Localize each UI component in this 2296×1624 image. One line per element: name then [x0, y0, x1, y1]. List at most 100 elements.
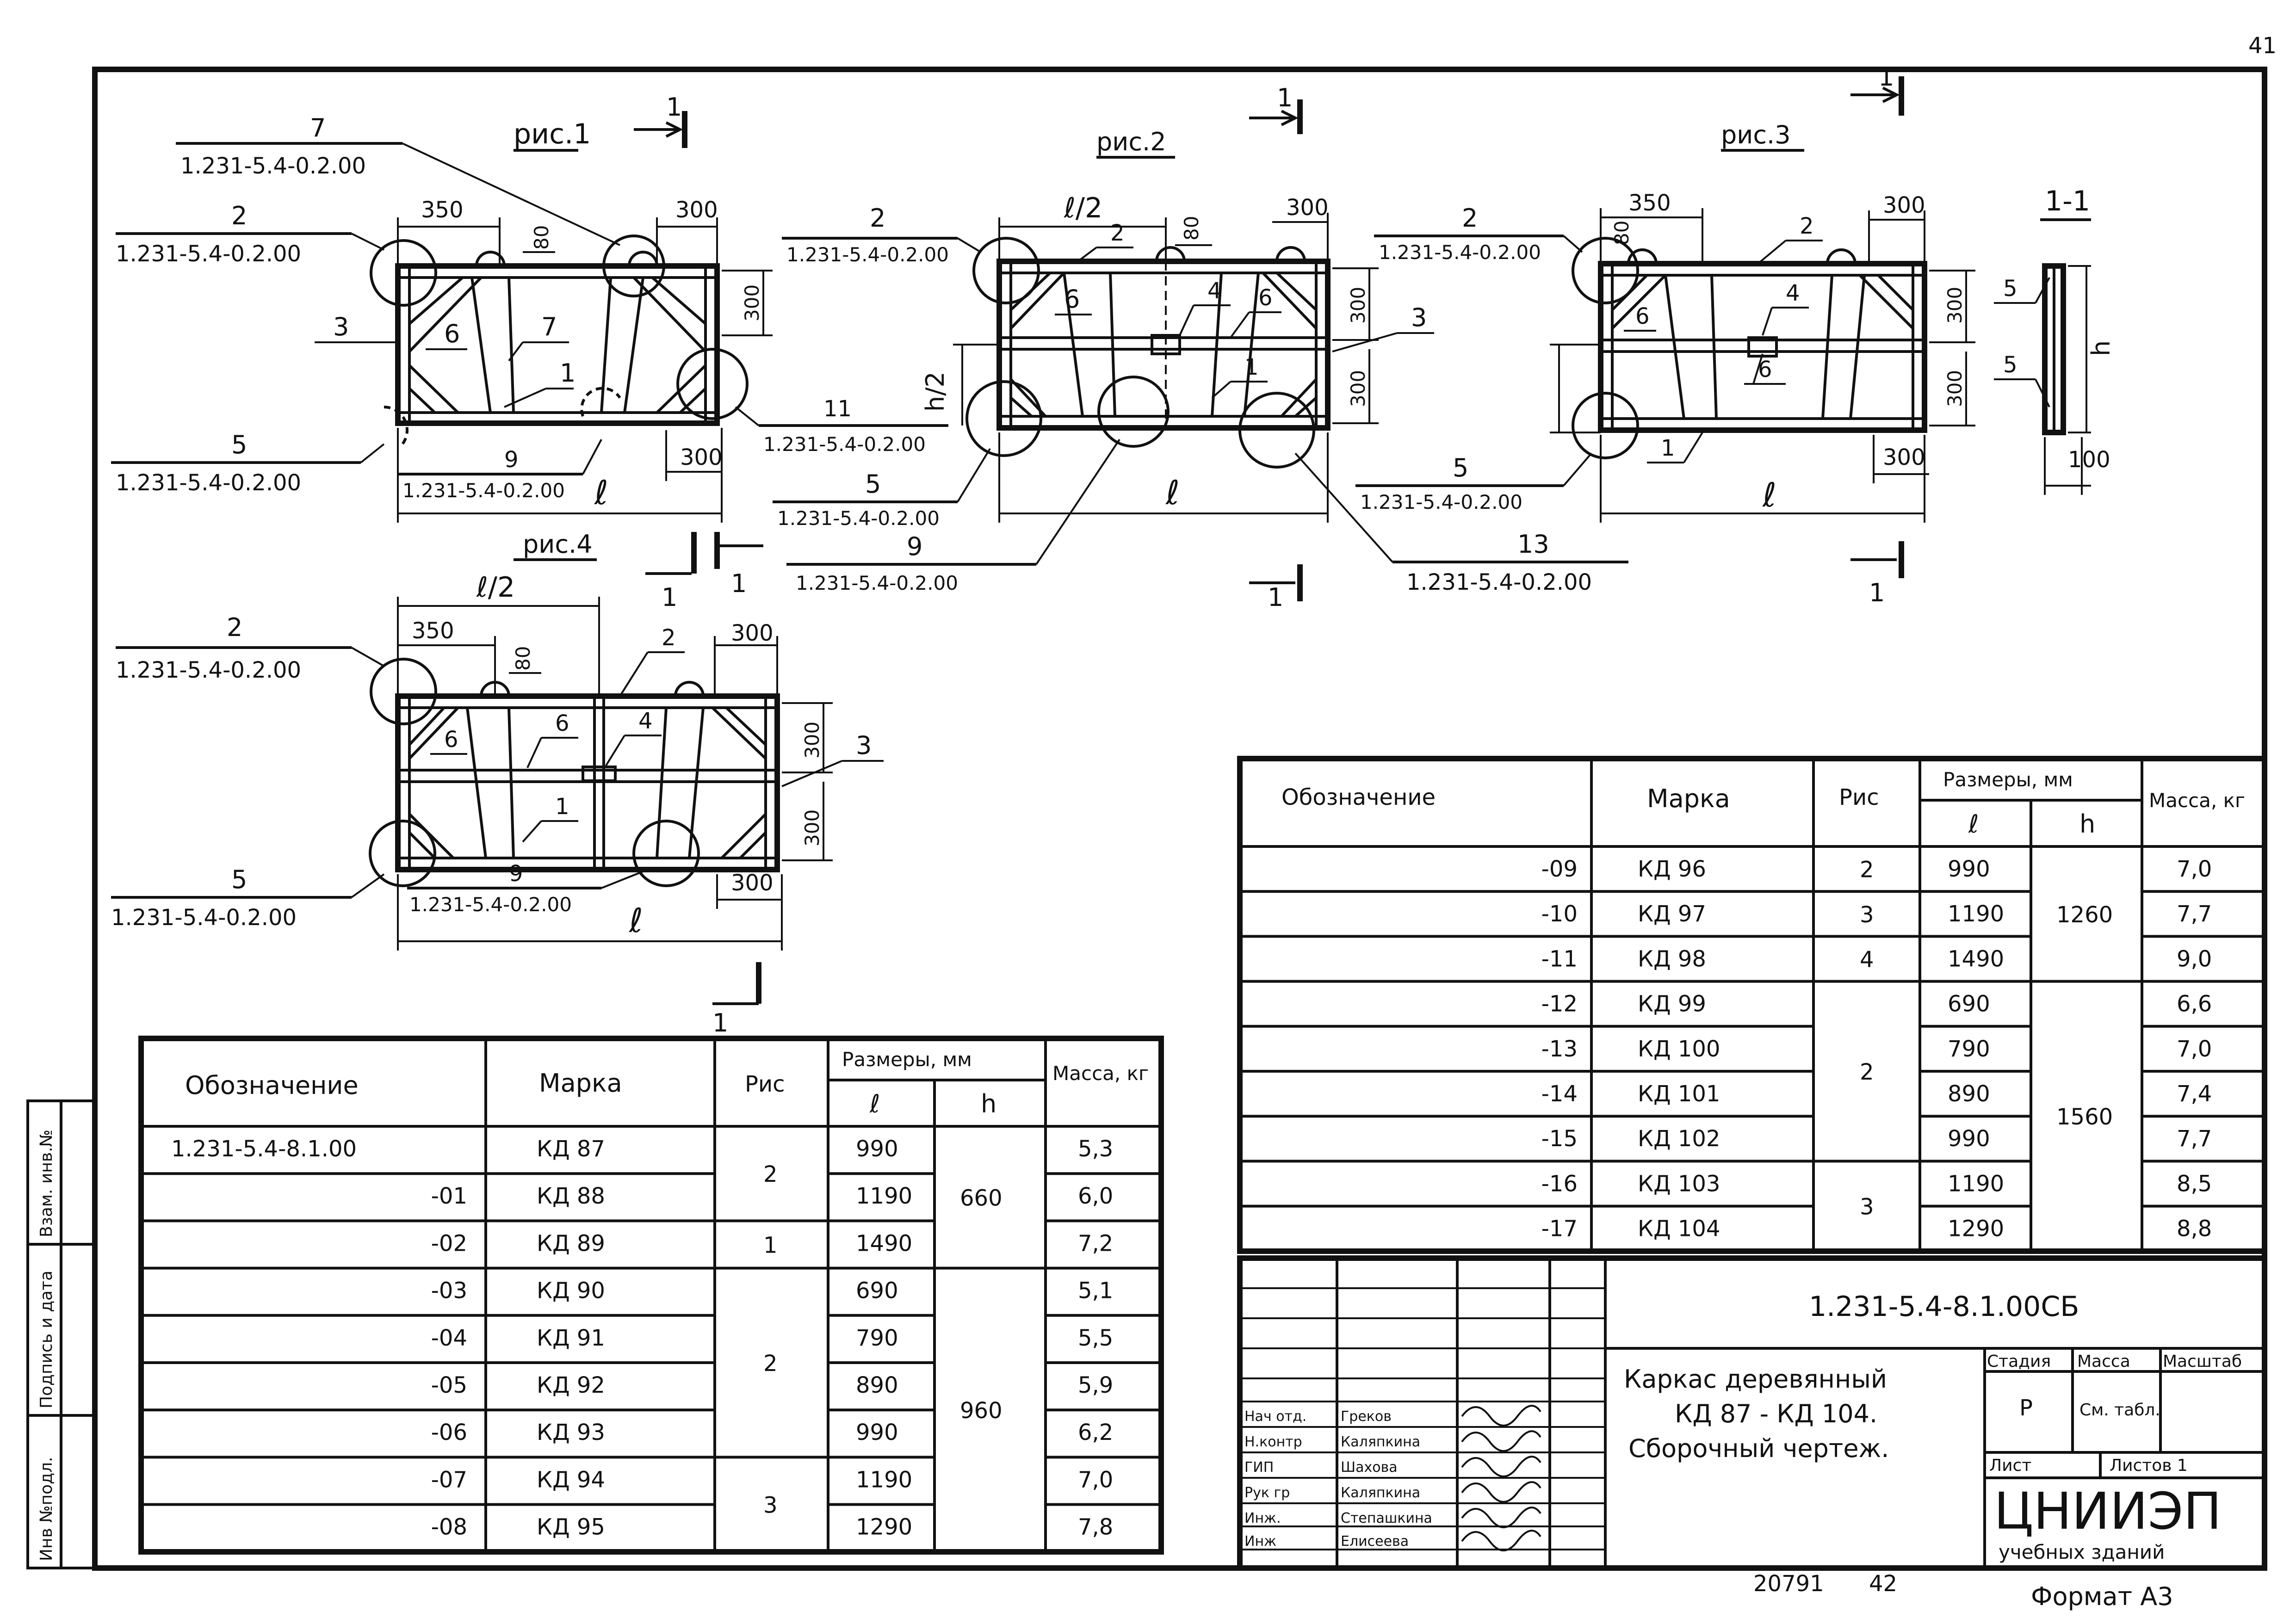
org-name: ЦНИИЭП	[1994, 1482, 2222, 1541]
svg-text:300: 300	[1286, 195, 1329, 221]
lt-header-mass: Масса, кг	[1052, 1062, 1149, 1085]
signature-role: Инж.	[1244, 1510, 1281, 1526]
lt-l-cell: 1190	[856, 1183, 912, 1209]
org-sub: учебных зданий	[1999, 1541, 2165, 1563]
lt-l-cell: 690	[856, 1278, 898, 1304]
signature-scribble	[1461, 1430, 1541, 1452]
rt-mark-cell: КД 100	[1638, 1036, 1720, 1062]
svg-text:11: 11	[823, 396, 852, 422]
fig1-callouts: 7 1.231-5.4-0.2.00 2 1.231-5.4-0.2.00 5 …	[111, 113, 948, 502]
lt-mass-cell: 7,0	[1078, 1467, 1113, 1493]
lt-l-cell: 1290	[856, 1514, 912, 1540]
svg-text:300: 300	[680, 445, 723, 470]
svg-text:300: 300	[1883, 192, 1925, 218]
fig4-dimensions: ℓ/2 350 80 300 300 300 300 ℓ	[397, 571, 833, 951]
lt-mass-cell: 5,3	[1078, 1136, 1113, 1162]
fig2-section-mark: 1 1	[1249, 83, 1303, 612]
rt-mass-cell: 7,0	[2177, 1036, 2212, 1062]
rt-mark-cell: КД 97	[1638, 901, 1706, 927]
rt-fig-cell: 4	[1860, 947, 1874, 973]
lt-l-cell: 990	[856, 1420, 898, 1445]
lt-designation-cell: -05	[431, 1372, 467, 1398]
side-stamp-replace: Взам. инв.№	[37, 1130, 56, 1237]
svg-text:350: 350	[1628, 190, 1671, 216]
rt-header-mark: Марка	[1647, 784, 1730, 813]
rt-designation-cell: -09	[1541, 856, 1578, 882]
svg-text:1.231-5.4-0.2.00: 1.231-5.4-0.2.00	[402, 479, 565, 502]
svg-text:h/2: h/2	[921, 371, 950, 412]
fig3-section-mark: 1 1	[1850, 62, 1904, 607]
signature-scribble	[1461, 1507, 1541, 1528]
rt-l-cell: 890	[1948, 1081, 1990, 1107]
svg-text:300: 300	[731, 620, 774, 646]
svg-text:6: 6	[1064, 284, 1080, 314]
lt-mark-cell: КД 92	[537, 1372, 605, 1398]
svg-text:4: 4	[638, 708, 653, 734]
signature-role: Н.контр	[1244, 1434, 1302, 1450]
svg-text:300: 300	[731, 870, 774, 896]
rt-l-cell: 1190	[1948, 1171, 2004, 1197]
svg-text:1: 1	[666, 93, 682, 122]
lt-header-sizes: Размеры, мм	[842, 1048, 972, 1071]
signature-role: Инж	[1244, 1533, 1276, 1550]
svg-text:ℓ: ℓ	[1762, 475, 1776, 514]
fig4-title: рис.4	[523, 530, 593, 559]
lt-header-h: h	[981, 1089, 996, 1118]
rt-l-cell: 1290	[1948, 1216, 2004, 1242]
svg-text:1: 1	[1661, 435, 1675, 461]
lt-header-l: ℓ	[869, 1089, 880, 1118]
fig2-dimensions: ℓ/2 80 300 300 300 h/2 ℓ	[921, 192, 1379, 523]
page-number: 41	[2248, 33, 2277, 59]
svg-text:80: 80	[530, 225, 553, 250]
lt-fig-cell: 1	[763, 1233, 778, 1259]
rt-mass-cell: 7,4	[2177, 1081, 2212, 1107]
side-stamp: Инв №подл. Подпись и дата Взам. инв.№	[26, 1099, 96, 1569]
svg-text:300: 300	[741, 284, 763, 321]
svg-text:1: 1	[560, 358, 576, 388]
mass-value: См. табл.	[2079, 1401, 2160, 1420]
fig3-title: рис.3	[1721, 120, 1791, 149]
fig3-dimensions: 350 80 300 300 300 300 ℓ	[1550, 190, 1975, 523]
signature-name: Греков	[1341, 1408, 1392, 1425]
rt-mark-cell: КД 96	[1638, 856, 1706, 882]
svg-text:ℓ: ℓ	[594, 473, 608, 512]
svg-text:6: 6	[1635, 303, 1650, 329]
rt-l-cell: 990	[1948, 1126, 1990, 1152]
svg-text:4: 4	[1786, 280, 1800, 306]
svg-text:ℓ/2: ℓ/2	[1064, 192, 1102, 224]
lt-h-cell: 960	[960, 1398, 1003, 1424]
stage-value: Р	[2019, 1395, 2033, 1421]
lt-designation-cell: -02	[431, 1230, 467, 1256]
figure-3: рис.3 1 1	[1355, 62, 1975, 607]
doc-name-line-3: Сборочный чертеж.	[1628, 1434, 1889, 1463]
svg-text:1.231-5.4-0.2.00: 1.231-5.4-0.2.00	[777, 507, 940, 530]
section-title: 1-1	[2045, 185, 2090, 217]
rt-fig-cell: 3	[1860, 902, 1874, 928]
rt-mass-cell: 7,7	[2177, 1126, 2212, 1152]
lt-header-mark: Марка	[539, 1068, 622, 1098]
rt-designation-cell: -10	[1541, 901, 1578, 927]
lt-header-fig: Рис	[745, 1071, 785, 1097]
lt-mark-cell: КД 91	[537, 1325, 605, 1351]
svg-text:1.231-5.4-0.2.00: 1.231-5.4-0.2.00	[786, 243, 949, 266]
rt-mark-cell: КД 102	[1638, 1126, 1720, 1152]
lt-mark-cell: КД 89	[537, 1230, 605, 1256]
sheets-label: Листов 1	[2110, 1456, 2188, 1475]
svg-text:3: 3	[333, 312, 349, 341]
spec-table-right: Обозначение Марка Рис Размеры, мм ℓ h Ма…	[1237, 756, 2267, 1254]
fig3-frame	[1572, 237, 1927, 459]
signature-scribble	[1461, 1481, 1541, 1503]
rt-header-h: h	[2079, 809, 2095, 839]
svg-text:1.231-5.4-0.2.00: 1.231-5.4-0.2.00	[763, 433, 926, 456]
lt-l-cell: 790	[856, 1325, 898, 1351]
svg-text:350: 350	[421, 197, 464, 223]
svg-text:300: 300	[801, 722, 823, 759]
svg-text:5: 5	[865, 469, 881, 499]
lt-l-cell: 1490	[856, 1230, 912, 1256]
svg-text:9: 9	[504, 447, 519, 473]
fig2-callouts: 2 1.231-5.4-0.2.00 5 1.231-5.4-0.2.00 9 …	[773, 204, 1628, 595]
lt-fig-cell: 2	[763, 1351, 778, 1377]
rt-header-designation: Обозначение	[1281, 784, 1436, 810]
lt-designation-cell: -04	[431, 1325, 467, 1351]
lt-mark-cell: КД 95	[537, 1514, 605, 1540]
